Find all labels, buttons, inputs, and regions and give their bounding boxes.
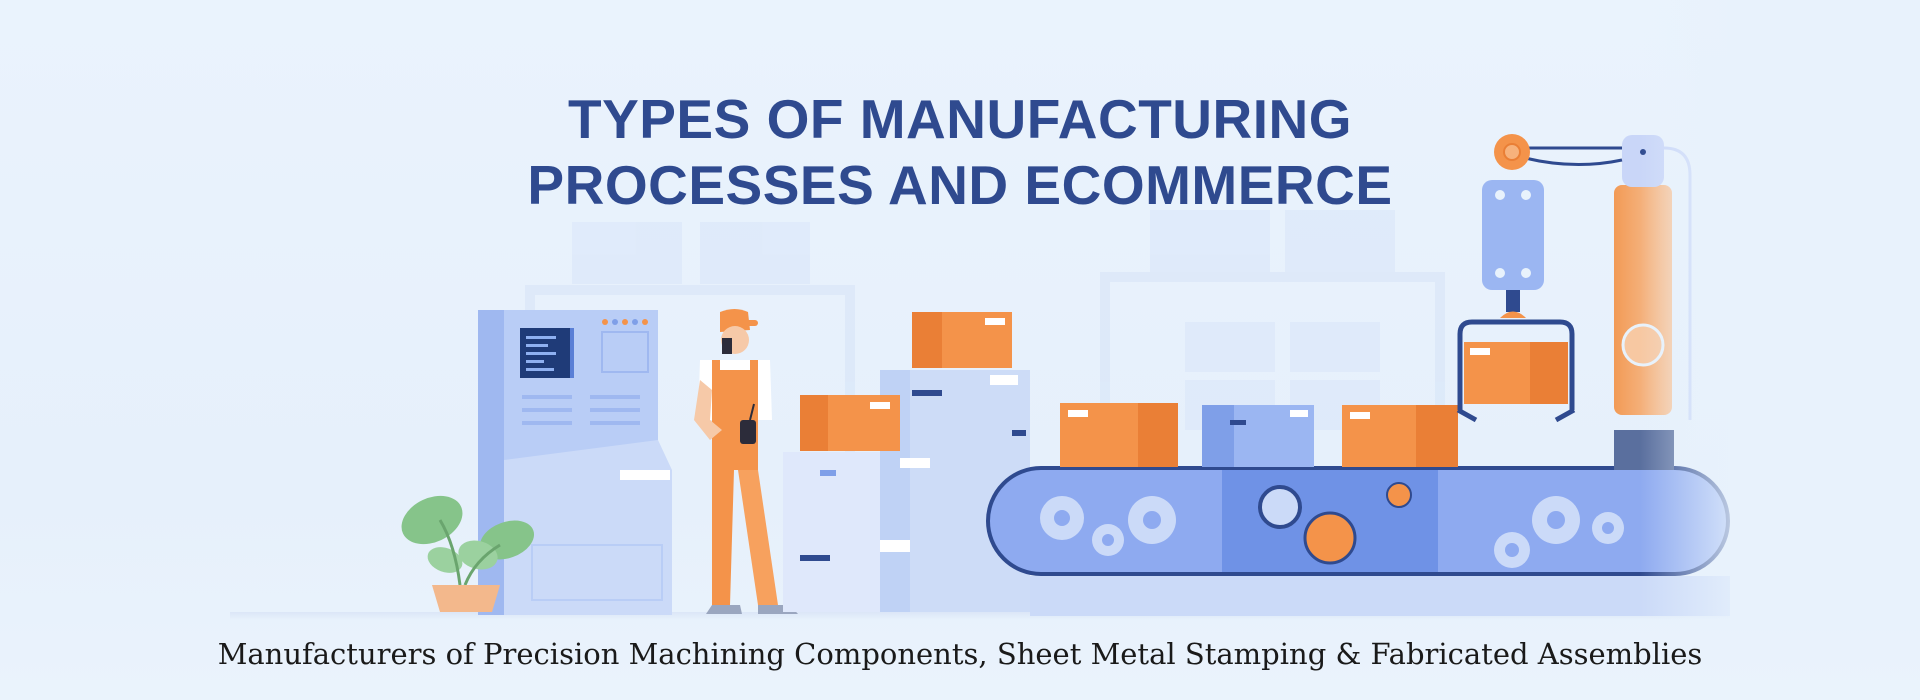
floor	[230, 612, 1730, 620]
right-margin	[1760, 0, 1920, 630]
box-stack	[783, 312, 1030, 612]
plant-icon	[401, 495, 535, 612]
tagline: Manufacturers of Precision Machining Com…	[217, 637, 1703, 671]
box-icon	[1060, 403, 1458, 467]
conveyor-belt	[986, 466, 1730, 616]
page-title: TYPES OF MANUFACTURING PROCESSES AND ECO…	[0, 86, 1920, 218]
worker-icon	[694, 309, 798, 614]
title-line-1: TYPES OF MANUFACTURING	[567, 88, 1353, 150]
right-fade	[1640, 0, 1760, 630]
control-panel-icon	[478, 310, 672, 615]
title-line-2: PROCESSES AND ECOMMERCE	[527, 154, 1393, 216]
